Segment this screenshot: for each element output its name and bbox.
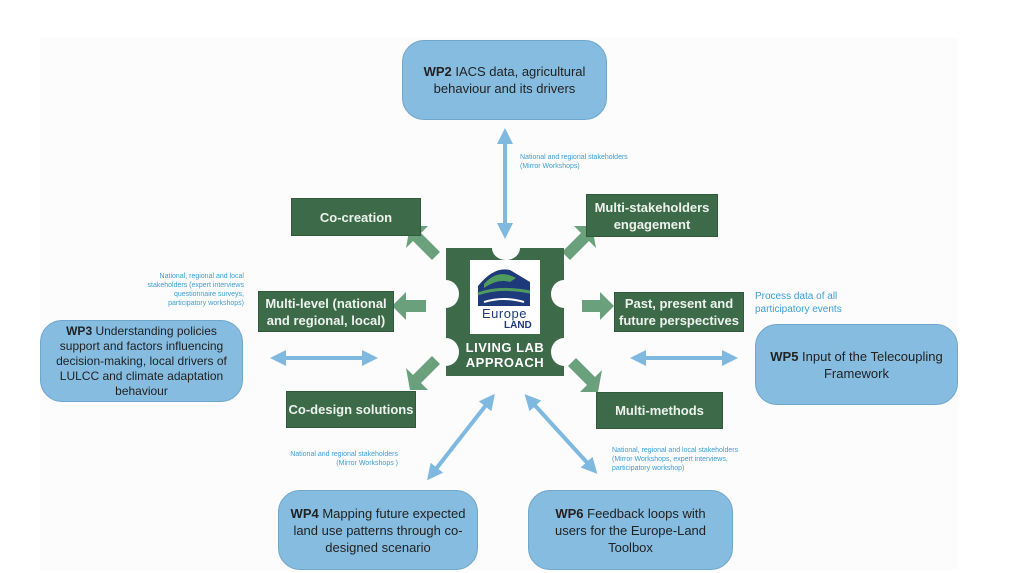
wp2-stakeholder-note: National and regional stakeholders (Mirr… (520, 154, 628, 170)
wp4-connector-arrow (427, 393, 495, 481)
past-present-future-arrow (582, 292, 614, 320)
wp2-code: WP2 (423, 64, 452, 79)
logo-land-text: LAND (504, 320, 532, 331)
co-design-arrow (406, 356, 440, 390)
wp4-stakeholder-note: National and regional stakeholders (Mirr… (290, 451, 398, 467)
multi-methods-arrow (568, 358, 602, 392)
wp2-text: IACS data, agricultural behaviour and it… (433, 64, 586, 96)
principle-multi-level: Multi-level (national and regional, loca… (258, 291, 394, 332)
living-lab-title: LIVING LAB APPROACH (440, 340, 570, 370)
wp3-code: WP3 (66, 323, 93, 338)
wp6-code: WP6 (555, 505, 584, 521)
principle-past-present-future: Past, present and future perspectives (614, 292, 744, 332)
wp5-box: WP5 Input of the Telecoupling Framework (755, 324, 958, 405)
principle-multi-stakeholders: Multi-stakeholders engagement (586, 194, 718, 237)
principle-co-design: Co-design solutions (286, 391, 416, 428)
wp3-box: WP3 Understanding policies support and f… (40, 320, 243, 402)
wp6-box: WP6 Feedback loops with users for the Eu… (528, 490, 733, 570)
principle-multi-methods: Multi-methods (596, 392, 723, 429)
logo-europe-text: Europe (482, 306, 527, 321)
wp2-box: WP2 IACS data, agricultural behaviour an… (402, 40, 607, 120)
wp6-text: Feedback loops with users for the Europe… (554, 505, 707, 555)
multi-level-arrow (392, 292, 426, 320)
wp4-text: Mapping future expected land use pattern… (293, 505, 466, 555)
principle-co-creation: Co-creation (291, 198, 421, 236)
living-lab-line1: LIVING LAB (465, 340, 545, 355)
wp5-process-note: Process data of all participatory events (755, 291, 842, 315)
landscape-logo-icon (477, 266, 531, 306)
europe-land-logo: Europe LAND (470, 260, 540, 334)
wp6-stakeholder-note: National, regional and local stakeholder… (612, 447, 739, 472)
wp5-code: WP5 (770, 348, 799, 364)
living-lab-line2: APPROACH (465, 355, 545, 370)
wp6-connector-arrow (524, 394, 598, 474)
wp5-text: Input of the Telecoupling Framework (798, 348, 943, 381)
wp4-box: WP4 Mapping future expected land use pat… (278, 490, 478, 570)
wp3-stakeholder-note: National, regional and local stakeholder… (147, 273, 245, 307)
wp4-code: WP4 (290, 505, 319, 521)
wp3-text: Understanding policies support and facto… (56, 323, 227, 398)
